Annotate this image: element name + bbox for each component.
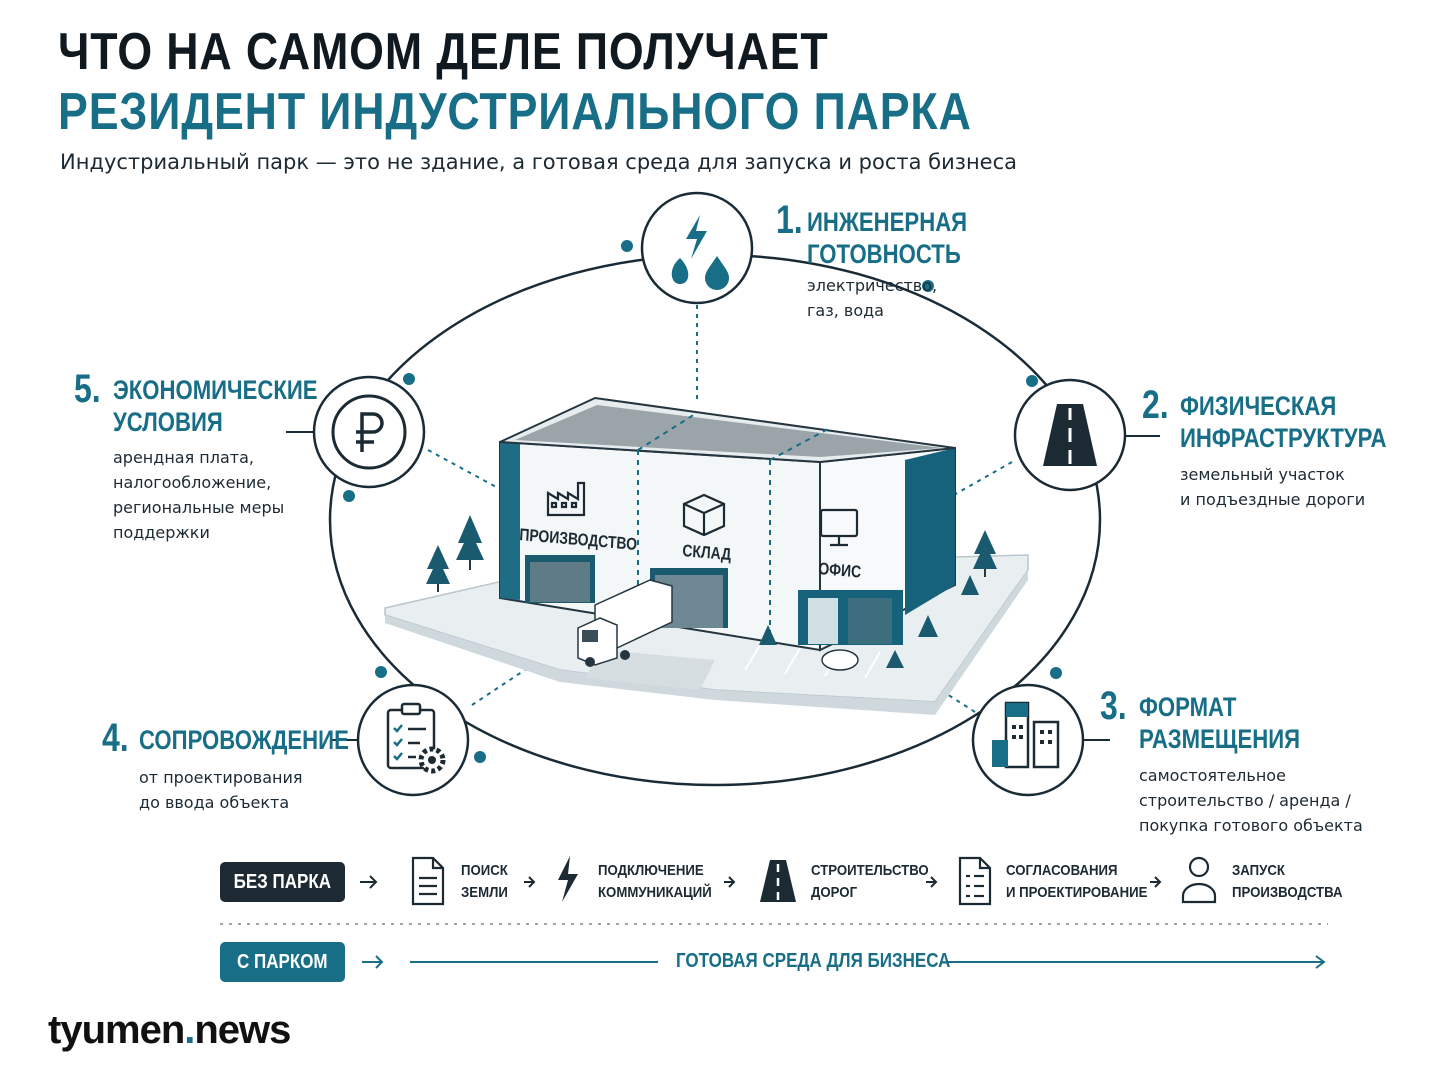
clipboard-gear-icon (356, 683, 470, 797)
title-line-2: РЕЗИДЕНТ ИНДУСТРИАЛЬНОГО ПАРКА (58, 83, 972, 141)
lightning-icon (558, 856, 578, 902)
benefit-5-desc: арендная плата,налогообложение,региональ… (113, 448, 285, 542)
checklist-icon (958, 856, 992, 906)
monitor-icon (819, 508, 859, 547)
flow-arrows (360, 875, 1162, 889)
dashed-connectors (427, 305, 1013, 713)
benefit-1-number: 1. (776, 198, 803, 242)
person-icon (1181, 856, 1217, 904)
buildings-icon (971, 683, 1085, 797)
title-line-1: ЧТО НА САМОМ ДЕЛЕ ПОЛУЧАЕТ (58, 23, 829, 81)
building-illustration (384, 396, 1029, 715)
benefit-5-number: 5. (74, 367, 101, 411)
benefit-2-number: 2. (1142, 383, 1169, 427)
benefit-4-number: 4. (102, 716, 129, 760)
subtitle: Индустриальный парк — это не здание, а г… (60, 150, 1018, 174)
with-park-badge: С ПАРКОМ (220, 942, 345, 982)
benefit-4-title: СОПРОВОЖДЕНИЕ (139, 725, 349, 755)
zone-label-warehouse: СКЛАД (681, 540, 732, 565)
document-icon (411, 856, 445, 906)
zone-label-office: ОФИС (817, 558, 862, 582)
ring-dots (343, 240, 1062, 763)
box-icon (682, 493, 726, 537)
road-icon (1013, 378, 1127, 492)
road-step-icon (760, 860, 796, 902)
utilities-icon (640, 191, 754, 305)
without-park-badge: БЕЗ ПАРКА (220, 862, 345, 902)
benefit-1-desc: электричество,газ, вода (807, 276, 938, 320)
ready-environment-text: ГОТОВАЯ СРЕДА ДЛЯ БИЗНЕСА (676, 950, 951, 972)
factory-icon (546, 481, 586, 517)
ruble-icon (312, 375, 426, 489)
tyumen-news-logo: tyumen.news (48, 1008, 291, 1052)
park-arrows (362, 955, 1326, 969)
benefit-3-number: 3. (1100, 684, 1127, 728)
